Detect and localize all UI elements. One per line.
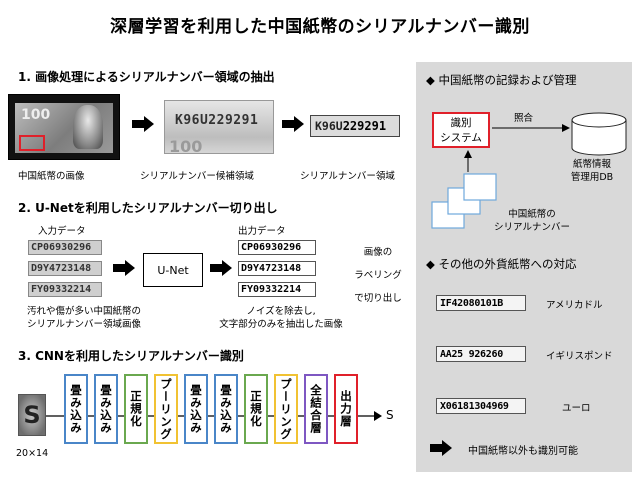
arrow-right-icon xyxy=(210,260,232,276)
cnn-output-char: S xyxy=(386,408,394,422)
arrow-right-icon xyxy=(282,116,304,132)
panel-heading-records: ◆ 中国紙幣の記録および管理 xyxy=(426,73,577,87)
banknote-value: 100 xyxy=(21,107,51,123)
cnn-input-size: 20×14 xyxy=(16,448,49,459)
usd-serial: IF42080101B xyxy=(436,295,526,311)
output-data-label: 出力データ xyxy=(238,226,286,237)
gbp-label: イギリスポンド xyxy=(546,351,613,362)
panel-conclusion: 中国紙幣以外も識別可能 xyxy=(468,446,578,457)
input-caption: 汚れや傷が多い中国紙幣の シリアルナンバー領域画像 xyxy=(26,306,141,330)
cnn-layer-4: プーリング xyxy=(154,374,178,444)
output-serial-1: CP06930296 xyxy=(238,240,316,255)
panel-diagram xyxy=(431,112,627,229)
output-caption: ノイズを除去し, 文字部分のみを抽出した画像 xyxy=(219,306,343,330)
match-label: 照合 xyxy=(514,113,534,124)
panel-heading-foreign: ◆ その他の外貨紙幣への対応 xyxy=(426,257,577,271)
output-serial-3: FY09332214 xyxy=(238,282,316,297)
cnn-layer-5: 畳み込み xyxy=(184,374,208,444)
page-title: 深層学習を利用した中国紙幣のシリアルナンバー識別 xyxy=(110,17,530,37)
eur-label: ユーロ xyxy=(562,403,591,414)
input-serial-2: D9Y4723148 xyxy=(28,261,102,276)
portrait xyxy=(73,105,103,149)
banknote-image: 100 xyxy=(8,94,120,160)
input-serial-3: FY09332214 xyxy=(28,282,102,297)
gbp-serial: AA25 926260 xyxy=(436,346,526,362)
input-serial-1: CP06930296 xyxy=(28,240,102,255)
unet-box: U-Net xyxy=(143,253,203,287)
serial-region-image: K96U 229291 xyxy=(310,115,400,137)
cnn-layer-9: 全結合層 xyxy=(304,374,328,444)
section2-heading: 2. U-Netを利用したシリアルナンバー切り出し xyxy=(18,201,278,215)
serial-documents-label: 中国紙幣の シリアルナンバー xyxy=(494,209,570,233)
serial-candidate-image: K96U229291 100 xyxy=(164,100,274,156)
caption-candidate: シリアルナンバー候補領域 xyxy=(140,171,254,182)
arrow-right-icon xyxy=(132,116,154,132)
usd-label: アメリカドル xyxy=(546,300,603,311)
section1-heading: 1. 画像処理によるシリアルナンバー領域の抽出 xyxy=(18,70,275,84)
serial-region-highlight xyxy=(19,135,45,151)
labeling-note: 画像の ラベリング で切り出し xyxy=(354,247,402,304)
cnn-input-char: S xyxy=(23,401,41,429)
region-serial-digits: 229291 xyxy=(342,119,387,133)
database-label: 紙幣情報 管理用DB xyxy=(570,159,614,183)
cnn-layer-3: 正規化 xyxy=(124,374,148,444)
caption-banknote: 中国紙幣の画像 xyxy=(18,171,85,182)
candidate-serial: K96U229291 xyxy=(175,113,259,128)
cnn-layer-1: 畳み込み xyxy=(64,374,88,444)
cnn-layer-2: 畳み込み xyxy=(94,374,118,444)
section3-heading: 3. CNNを利用したシリアルナンバー識別 xyxy=(18,349,244,363)
cnn-layer-6: 畳み込み xyxy=(214,374,238,444)
cnn-layer-8: プーリング xyxy=(274,374,298,444)
output-serial-2: D9Y4723148 xyxy=(238,261,316,276)
identification-system-box: 識別 システム xyxy=(432,112,490,148)
input-data-label: 入力データ xyxy=(38,226,86,237)
eur-serial: X06181304969 xyxy=(436,398,526,414)
arrow-right-icon xyxy=(430,440,452,456)
region-serial-prefix: K96U xyxy=(315,119,343,133)
arrow-right-icon xyxy=(113,260,135,276)
cnn-input-image: S xyxy=(18,394,46,436)
caption-region: シリアルナンバー領域 xyxy=(300,171,395,182)
cnn-layer-10: 出力層 xyxy=(334,374,358,444)
cnn-layer-7: 正規化 xyxy=(244,374,268,444)
